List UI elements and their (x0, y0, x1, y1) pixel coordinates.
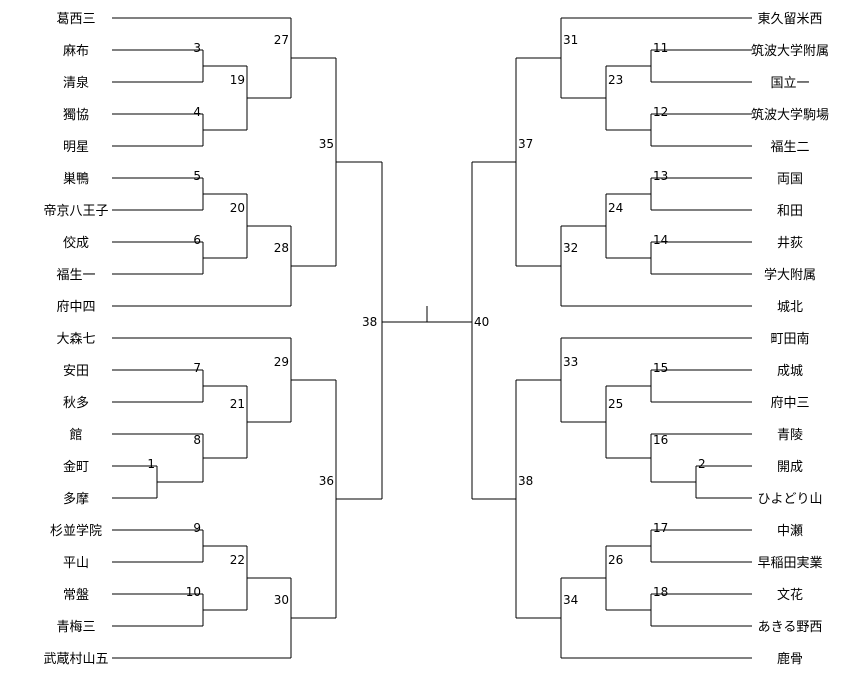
left-team-name: 金町 (63, 459, 89, 475)
left-team-name: 常盤 (63, 588, 89, 603)
right-team-name: 成城 (777, 364, 803, 379)
right-team-name: 両国 (777, 172, 803, 187)
left-team-name: 安田 (63, 364, 89, 379)
match-number: 34 (563, 593, 578, 607)
match-number: 23 (608, 73, 623, 87)
left-team-name: 佼成 (63, 236, 89, 251)
match-number: 38 (518, 474, 533, 488)
left-team-name: 平山 (63, 556, 89, 571)
right-team-name: 筑波大学附属 (751, 43, 829, 59)
right-team-name: 国立一 (770, 76, 809, 91)
right-team-name: あきる野西 (758, 620, 823, 635)
match-number: 16 (653, 433, 668, 447)
match-number: 9 (193, 521, 201, 535)
final-label-left: 38 (362, 315, 377, 329)
match-number: 2 (698, 457, 706, 471)
match-number: 7 (193, 361, 201, 375)
left-team-name: 麻布 (63, 44, 89, 59)
match-number: 30 (274, 593, 289, 607)
right-team-name: 文花 (777, 587, 803, 603)
right-team-name: 町田南 (770, 331, 809, 347)
match-number: 14 (653, 233, 668, 247)
left-team-names: 葛西三麻布清泉獨協明星巣鴨帝京八王子佼成福生一府中四大森七安田秋多館金町多摩杉並… (43, 12, 108, 667)
right-team-name: 早稲田実業 (757, 555, 822, 571)
match-number: 29 (274, 355, 289, 369)
match-number: 37 (518, 137, 533, 151)
match-number: 19 (230, 73, 245, 87)
left-team-name: 杉並学院 (50, 523, 102, 539)
left-bracket-lines: 1 3 4 5 6 7 8 9 10 19 20 21 22 27 28 29 30 35 36 (112, 17, 383, 659)
match-number: 20 (230, 201, 245, 215)
left-team-name: 葛西三 (56, 12, 95, 27)
match-number: 22 (230, 553, 245, 567)
match-number: 26 (608, 553, 623, 567)
match-number: 4 (193, 105, 201, 119)
match-number: 36 (319, 474, 334, 488)
match-number: 15 (653, 361, 668, 375)
right-team-name: 井荻 (777, 236, 803, 251)
right-team-name: 学大附属 (764, 267, 816, 283)
match-number: 18 (653, 585, 668, 599)
left-team-name: 明星 (63, 140, 89, 155)
match-number: 17 (653, 521, 668, 535)
right-team-name: 筑波大学駒場 (751, 107, 829, 123)
match-number: 1 (147, 457, 155, 471)
right-team-name: 東久留米西 (757, 11, 822, 27)
right-team-name: 福生二 (770, 140, 809, 155)
match-number: 11 (653, 41, 668, 55)
left-team-name: 帝京八王子 (43, 203, 108, 219)
final-label-right: 40 (474, 315, 489, 329)
right-team-name: 開成 (777, 460, 803, 475)
right-team-name: 青陵 (777, 428, 803, 443)
left-team-name: 青梅三 (56, 620, 95, 635)
match-number: 32 (563, 241, 578, 255)
match-number: 5 (193, 169, 201, 183)
left-team-name: 福生一 (56, 268, 95, 283)
match-number: 28 (274, 241, 289, 255)
left-team-name: 清泉 (63, 75, 89, 91)
left-team-name: 大森七 (56, 332, 95, 347)
left-team-name: 巣鴨 (63, 172, 89, 187)
left-team-name: 獨協 (63, 108, 89, 123)
match-number: 12 (653, 105, 668, 119)
match-number: 3 (193, 41, 201, 55)
match-number: 24 (608, 201, 623, 215)
match-number: 27 (274, 33, 289, 47)
left-team-name: 府中四 (56, 300, 95, 315)
right-team-name: ひよどり山 (757, 492, 822, 507)
right-bracket-lines: 2 11 12 13 14 15 16 17 18 23 24 25 26 31 32 33 34 37 38 (471, 17, 752, 659)
match-number: 25 (608, 397, 623, 411)
right-team-names: 東久留米西筑波大学附属国立一筑波大学駒場福生二両国和田井荻学大附属城北町田南成城… (751, 11, 829, 667)
match-number: 8 (193, 433, 201, 447)
match-number: 6 (193, 233, 201, 247)
match-number: 33 (563, 355, 578, 369)
left-team-name: 館 (69, 428, 82, 443)
right-team-name: 城北 (777, 300, 803, 315)
match-number: 31 (563, 33, 578, 47)
right-team-name: 府中三 (770, 396, 809, 411)
right-team-name: 和田 (777, 204, 803, 219)
left-team-name: 多摩 (63, 491, 89, 507)
match-number: 21 (230, 397, 245, 411)
match-number: 10 (186, 585, 201, 599)
final-connector: 38 40 (362, 306, 489, 329)
left-team-name: 武蔵村山五 (43, 652, 108, 667)
right-team-name: 鹿骨 (777, 651, 803, 667)
left-team-name: 秋多 (63, 395, 89, 411)
right-team-name: 中瀬 (777, 524, 803, 539)
match-number: 35 (319, 137, 334, 151)
match-number: 13 (653, 169, 668, 183)
